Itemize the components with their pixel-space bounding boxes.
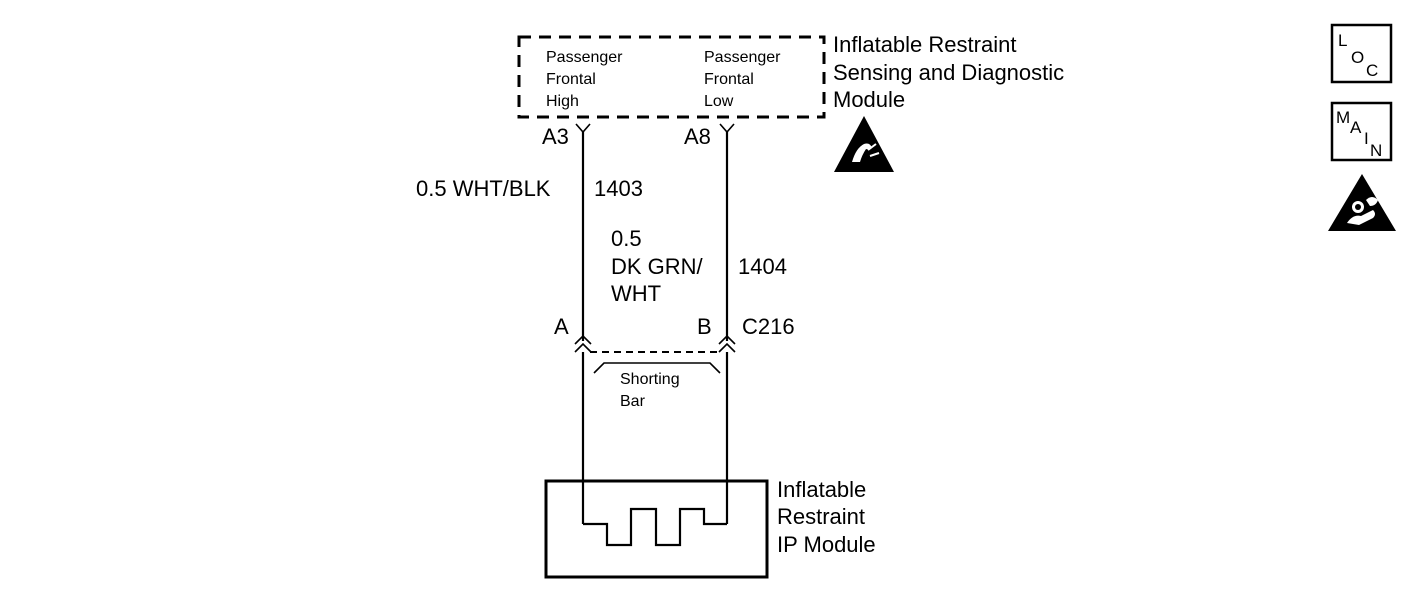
connector-pin-b-label: B	[697, 314, 712, 339]
loc-letter-o: O	[1351, 48, 1364, 67]
pin-a8-terminal	[719, 123, 735, 134]
shorting-bar-bracket	[593, 362, 721, 374]
shorting-bar-label-2: Bar	[620, 393, 646, 410]
ip-module-name-3: IP Module	[777, 532, 876, 557]
ip-module: Inflatable Restraint IP Module	[544, 477, 876, 579]
sdm-name-1: Inflatable Restraint	[833, 32, 1016, 57]
main-icon-frame[interactable]	[1330, 101, 1393, 162]
wire-1404-color-2: DK GRN/	[611, 254, 704, 279]
wire-1404-number: 1404	[738, 254, 787, 279]
connector-pin-b-chevrons	[718, 334, 736, 353]
loc-icon-frame[interactable]	[1330, 23, 1393, 84]
connector-pin-a-label: A	[554, 314, 569, 339]
pin-a8-label: A8	[684, 124, 711, 149]
sdm-high-label-2: Frontal	[546, 71, 596, 88]
sdm-low-label-2: Frontal	[704, 71, 754, 88]
shorting-bar-label-1: Shorting	[620, 371, 680, 388]
connector-pin-a-chevrons	[574, 334, 592, 353]
sdm-module: Passenger Frontal High Passenger Frontal…	[517, 32, 1064, 119]
main-icon[interactable]: M A I N	[1330, 101, 1393, 162]
loc-letter-l: L	[1338, 31, 1347, 50]
pin-a3-terminal	[575, 123, 591, 134]
sdm-dashed-outline	[517, 35, 826, 119]
sdm-name-3: Module	[833, 87, 905, 112]
wire-1403-color: 0.5 WHT/BLK	[416, 176, 551, 201]
loc-letter-c: C	[1366, 61, 1378, 80]
main-letter-n: N	[1370, 141, 1382, 160]
sdm-low-label-3: Low	[704, 93, 734, 110]
wire-1404-color-3: WHT	[611, 281, 661, 306]
esd-warning-icon	[834, 116, 894, 172]
sdm-low-label-1: Passenger	[704, 49, 781, 66]
ip-module-outline	[544, 479, 769, 579]
ip-module-name-2: Restraint	[777, 504, 865, 529]
ip-module-name-1: Inflatable	[777, 477, 866, 502]
main-letter-a: A	[1350, 118, 1362, 137]
sdm-high-label-1: Passenger	[546, 49, 623, 66]
airbag-warning-icon	[1328, 174, 1396, 231]
sdm-name-2: Sensing and Diagnostic	[833, 60, 1064, 85]
main-letter-m: M	[1336, 108, 1350, 127]
connector-c216: A B C216 Shorting Bar	[554, 314, 795, 410]
connector-name: C216	[742, 314, 795, 339]
loc-icon[interactable]: L O C	[1330, 23, 1393, 84]
wire-1403-number: 1403	[594, 176, 643, 201]
main-letter-i: I	[1364, 129, 1369, 148]
sdm-high-label-3: High	[546, 93, 579, 110]
ip-module-squib-element	[583, 507, 727, 547]
wire-1404-color-1: 0.5	[611, 226, 642, 251]
pin-a3-label: A3	[542, 124, 569, 149]
